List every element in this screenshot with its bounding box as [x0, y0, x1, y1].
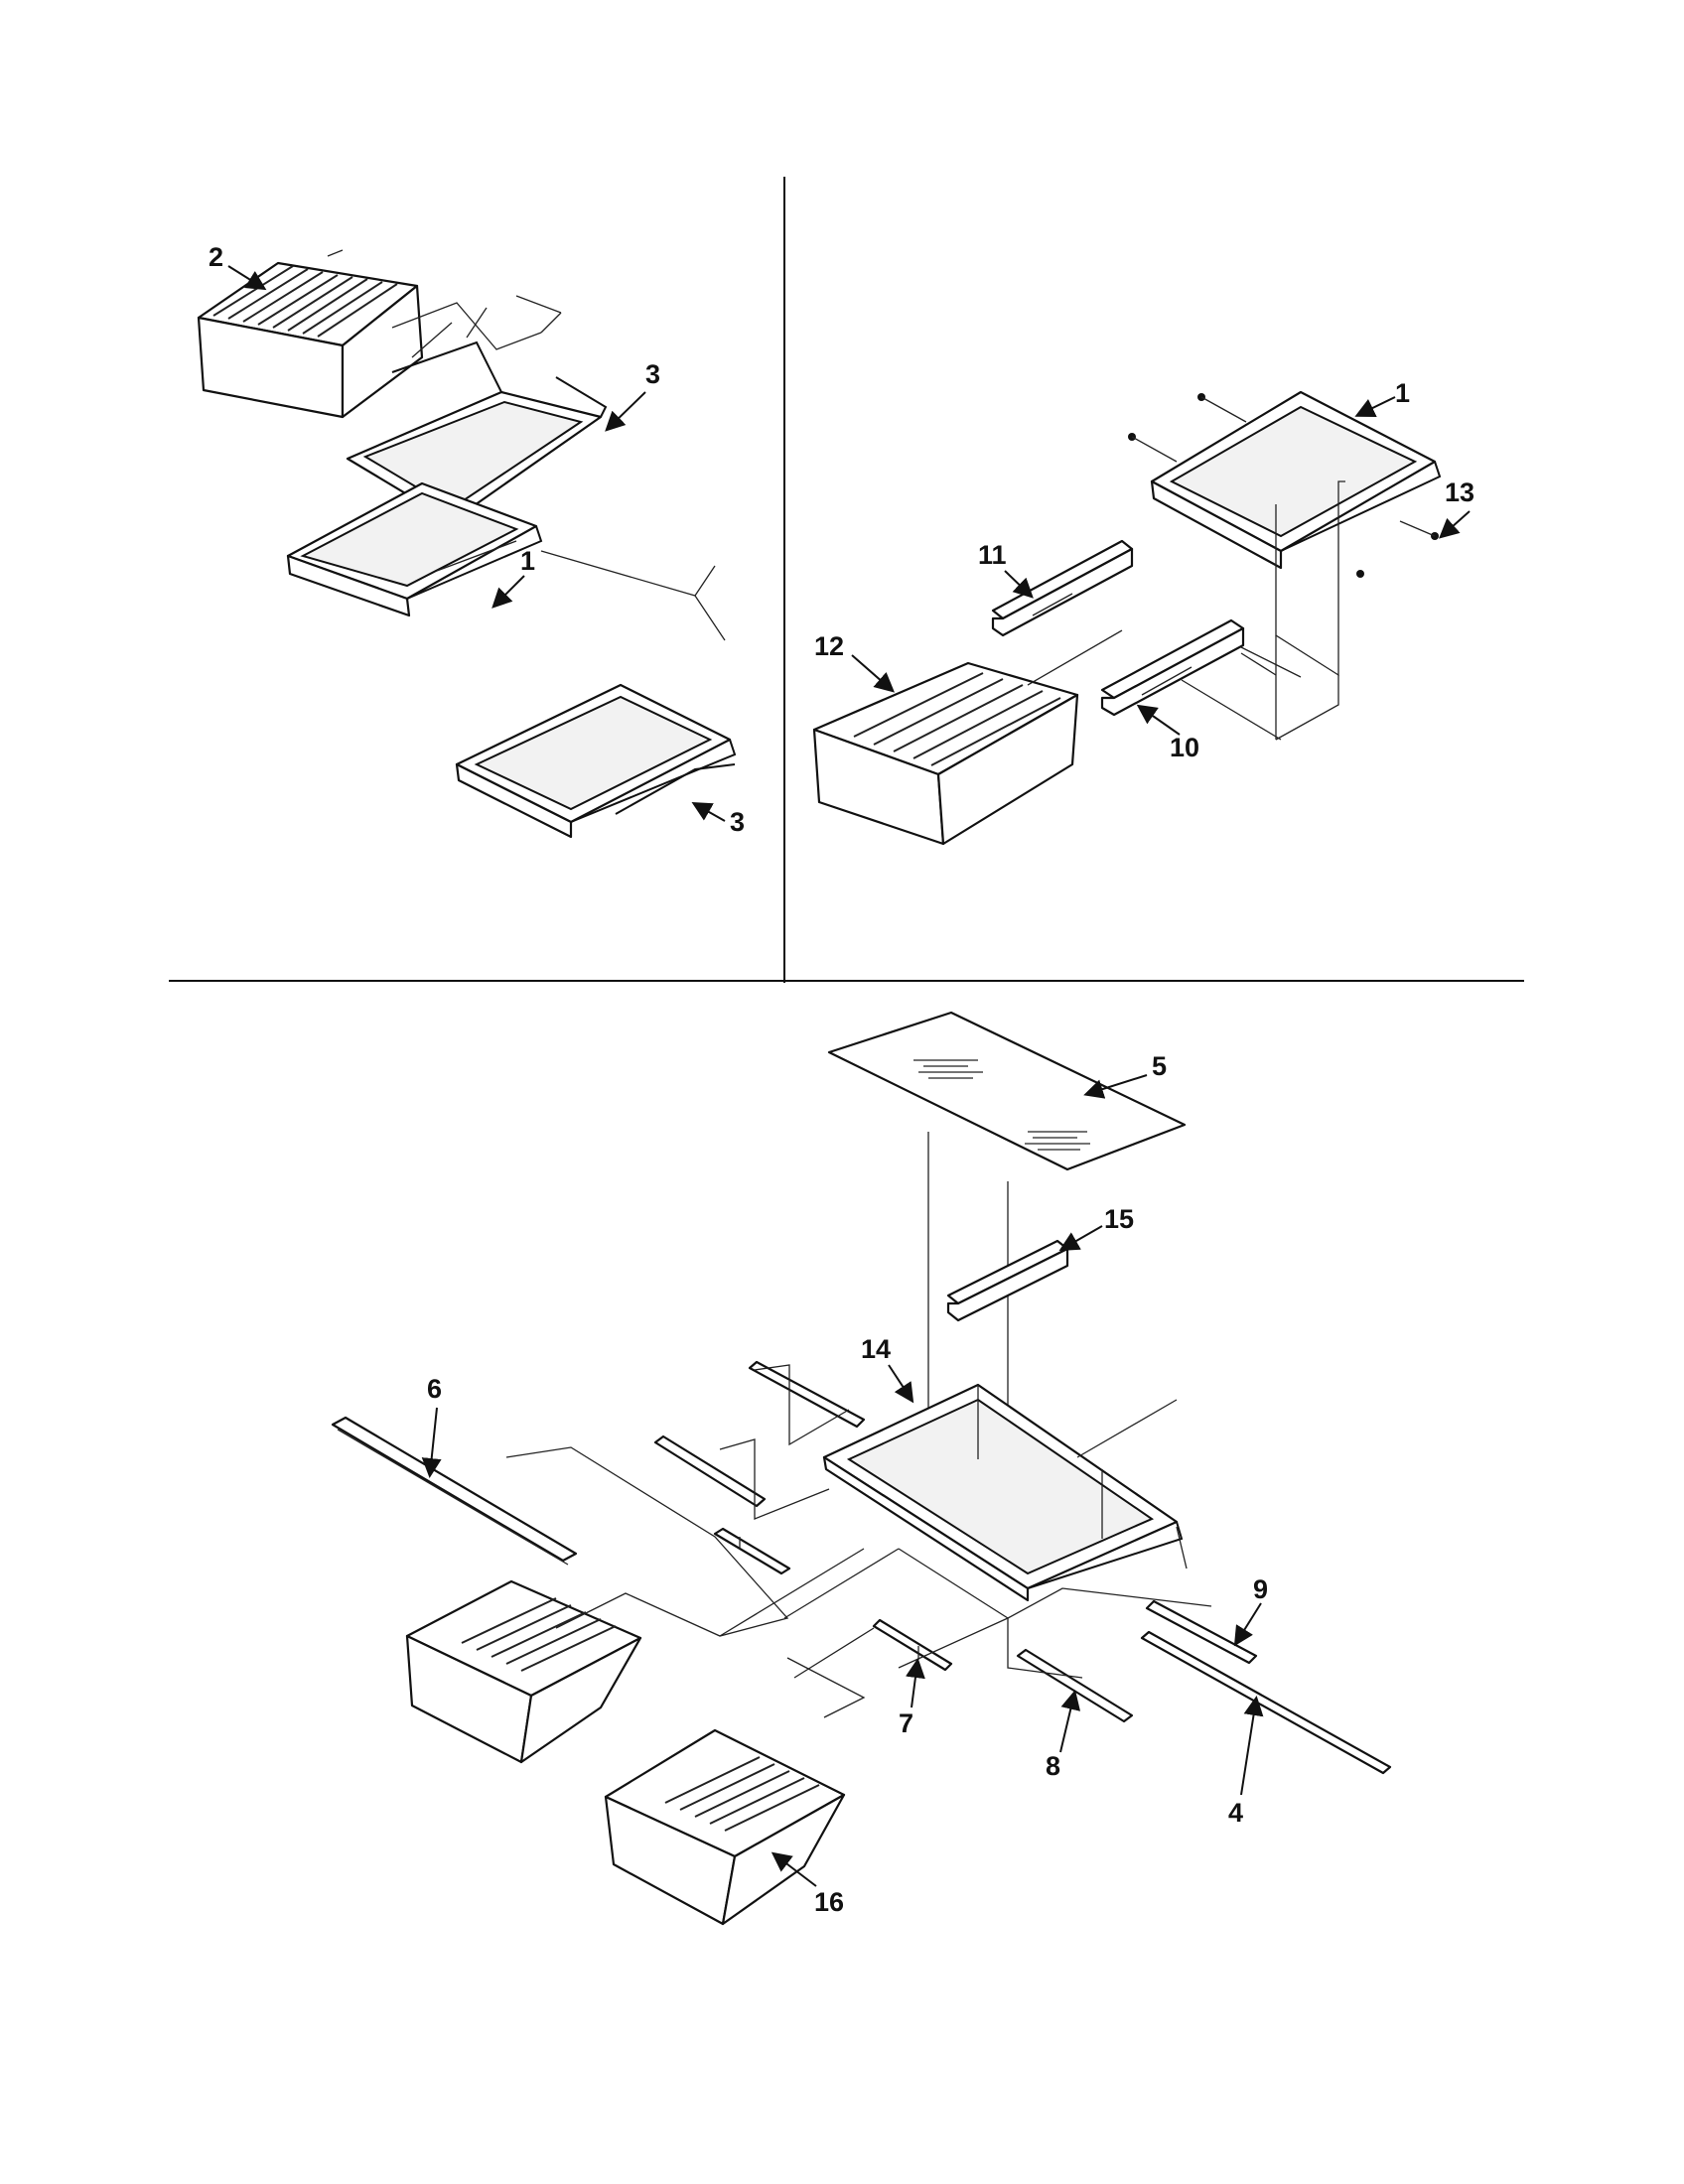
- callout-2: 2: [209, 242, 267, 291]
- part-12-drawer: [812, 661, 1079, 846]
- svg-text:5: 5: [1152, 1051, 1167, 1081]
- part-3-shelf-lower: [455, 683, 737, 839]
- part-7-clip: [872, 1618, 953, 1672]
- callout-15: 15: [1058, 1204, 1134, 1251]
- svg-text:1: 1: [520, 546, 535, 576]
- callout-13: 13: [1439, 478, 1474, 539]
- callout-8: 8: [1046, 1690, 1081, 1781]
- svg-text:13: 13: [1445, 478, 1474, 507]
- part-9-strip: [1145, 1599, 1258, 1665]
- part-4-strip: [1140, 1630, 1392, 1775]
- part-rail-mid: [653, 1434, 767, 1508]
- callout-6: 6: [421, 1374, 442, 1478]
- svg-text:4: 4: [1228, 1798, 1243, 1828]
- part-11-rail: [991, 539, 1134, 637]
- callout-11: 11: [978, 540, 1034, 599]
- callout-3-lower: 3: [691, 802, 745, 837]
- part-14-frame: [822, 1383, 1184, 1602]
- callout-9: 9: [1233, 1574, 1268, 1647]
- part-13-screw: [1399, 520, 1439, 540]
- part-1-shelf-left: [286, 481, 543, 617]
- svg-text:15: 15: [1104, 1204, 1134, 1234]
- callout-16: 16: [771, 1851, 844, 1917]
- callout-1-left: 1: [491, 546, 535, 609]
- callout-10: 10: [1136, 704, 1199, 762]
- callout-12: 12: [814, 631, 896, 693]
- part-rail-top: [748, 1360, 866, 1429]
- svg-text:11: 11: [978, 540, 1007, 570]
- part-5-glass: [827, 1011, 1187, 1171]
- svg-text:1: 1: [1395, 378, 1410, 408]
- part-2-drawer: [197, 249, 424, 419]
- callout-14: 14: [861, 1334, 914, 1404]
- svg-text:9: 9: [1253, 1574, 1268, 1604]
- svg-text:7: 7: [899, 1708, 913, 1738]
- part-1-shelf-right: [1128, 390, 1442, 578]
- callout-5: 5: [1083, 1051, 1167, 1099]
- callout-1-right: 1: [1354, 378, 1410, 417]
- svg-text:2: 2: [209, 242, 223, 272]
- part-8-rail: [1016, 1648, 1134, 1723]
- svg-text:16: 16: [814, 1887, 844, 1917]
- part-rail-small: [713, 1527, 791, 1575]
- callout-7: 7: [899, 1658, 925, 1738]
- part-16-drawer: [604, 1728, 846, 1926]
- callout-3-upper: 3: [605, 359, 660, 432]
- part-6-strip: [331, 1416, 578, 1566]
- svg-text:12: 12: [814, 631, 844, 661]
- svg-text:3: 3: [645, 359, 660, 389]
- svg-text:14: 14: [861, 1334, 891, 1364]
- svg-text:3: 3: [730, 807, 745, 837]
- part-15-bracket: [946, 1239, 1069, 1322]
- svg-text:6: 6: [427, 1374, 442, 1404]
- part-crisper-drawer-left: [405, 1579, 642, 1764]
- svg-text:10: 10: [1170, 733, 1199, 762]
- svg-text:8: 8: [1046, 1751, 1060, 1781]
- part-10-rail: [1100, 618, 1245, 717]
- callout-4: 4: [1228, 1696, 1264, 1828]
